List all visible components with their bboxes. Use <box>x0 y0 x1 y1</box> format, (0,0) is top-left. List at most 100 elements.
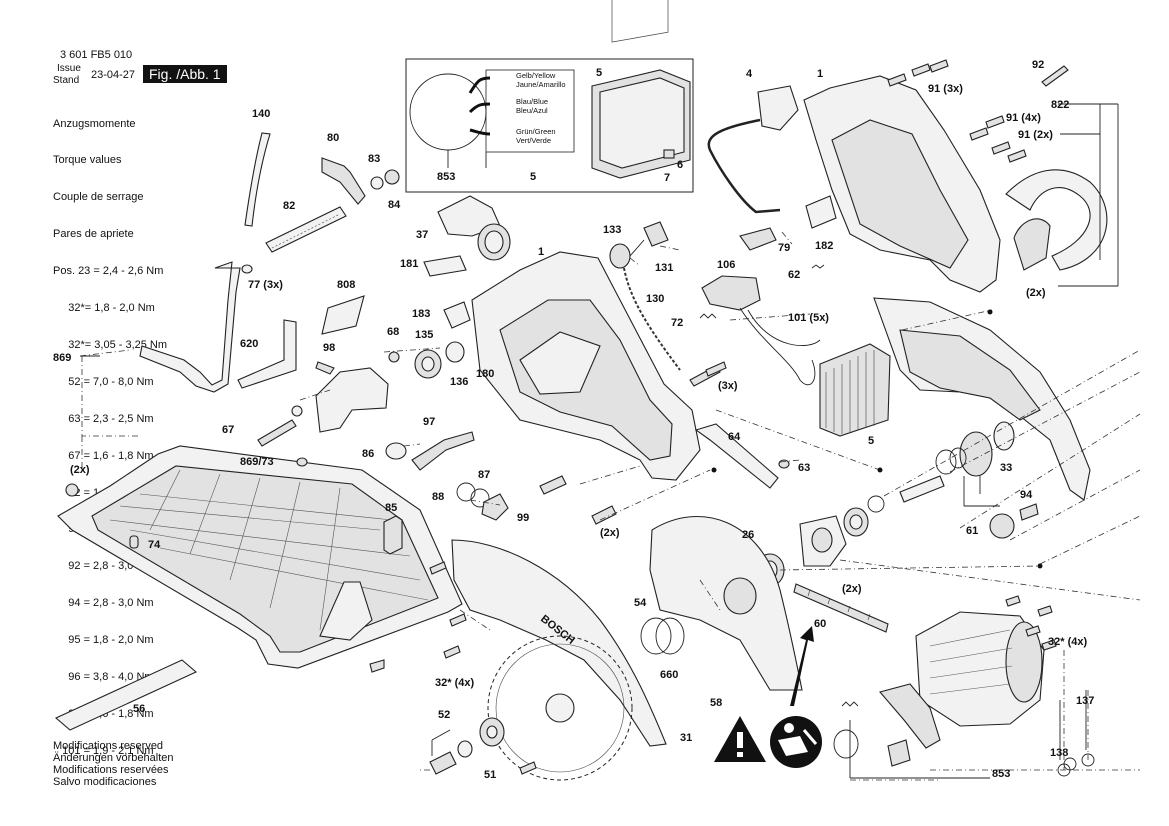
label-6: 6 <box>677 159 683 171</box>
label-181: 181 <box>400 258 418 270</box>
label-91-4x: 91 (4x) <box>1006 112 1041 124</box>
label-133: 133 <box>603 224 621 236</box>
label-1-b: 1 <box>817 68 823 80</box>
part-808-plate <box>321 295 365 335</box>
part-131 <box>643 221 669 247</box>
part-182-label <box>805 195 837 229</box>
wire-green-label: Grün/Green <box>516 127 556 136</box>
label-58: 58 <box>710 697 722 709</box>
wire-blue-label-2: Bleu/Azul <box>516 106 548 115</box>
label-61: 61 <box>966 525 978 537</box>
part-79 <box>739 227 777 251</box>
spindle-shaft <box>899 475 945 503</box>
torque-title-fr: Couple de serrage <box>53 191 144 204</box>
part-56-ruler <box>54 659 198 731</box>
label-94: 94 <box>1020 489 1033 501</box>
label-84: 84 <box>388 199 401 211</box>
issue-label: Issue <box>57 63 81 74</box>
footer-notes: Modifications reserved Änderungen vorbeh… <box>53 740 173 788</box>
part-88-ring <box>456 482 476 502</box>
document-number: 3 601 FB5 010 <box>60 49 133 61</box>
stand-label: Stand <box>53 75 80 86</box>
part-106-switch <box>701 275 761 311</box>
torque-row: 52 = 7,0 - 8,0 Nm <box>53 375 154 388</box>
footer-line-en: Modifications reserved <box>53 740 164 752</box>
label-67: 67 <box>222 424 234 436</box>
label-2x-a: (2x) <box>70 464 90 476</box>
label-182: 182 <box>815 240 833 252</box>
wire-yellow-label-2: Jaune/Amarillo <box>516 80 566 89</box>
footer-line-fr: Modifications reservées <box>53 764 169 776</box>
torque-row: 32*= 3,05 - 3,25 Nm <box>53 338 168 351</box>
bevel-bracket <box>315 367 389 433</box>
label-52: 52 <box>438 709 450 721</box>
label-32-b: 32* (4x) <box>1048 636 1087 648</box>
part-130-cable <box>623 267 681 371</box>
part-83-spring <box>370 176 384 190</box>
part-52-bolt <box>429 751 457 775</box>
part-822-handle <box>1005 169 1108 271</box>
part-84-knob <box>384 169 400 185</box>
part-87-ring <box>470 488 490 508</box>
arrow-icon <box>790 626 814 706</box>
label-26: 26 <box>742 529 754 541</box>
label-106: 106 <box>717 259 735 271</box>
part-181-label <box>423 255 467 277</box>
label-33: 33 <box>1000 462 1012 474</box>
footer-line-es: Salvo modificaciones <box>53 776 157 788</box>
label-86: 86 <box>362 448 374 460</box>
torque-row: 32*= 1,8 - 2,0 Nm <box>53 302 155 315</box>
part-136-washer <box>445 341 465 363</box>
part-91-screws <box>887 59 1027 163</box>
label-183: 183 <box>412 308 430 320</box>
label-97: 97 <box>423 416 435 428</box>
label-7: 7 <box>664 172 670 184</box>
torque-row: 101 = 1,9 - 2,1 Nm <box>53 744 154 757</box>
part-80-lever <box>321 157 366 205</box>
label-135: 135 <box>415 329 433 341</box>
part-94-screw <box>1019 503 1039 521</box>
label-74: 74 <box>148 539 161 551</box>
label-62: 62 <box>788 269 800 281</box>
label-101: 101 (5x) <box>788 312 829 324</box>
footer-line-de: Änderungen vorbehalten <box>53 752 174 764</box>
part-68 <box>388 351 400 363</box>
part-67-screw <box>257 419 297 447</box>
label-91-2x: 91 (2x) <box>1018 129 1053 141</box>
part-74 <box>129 535 139 549</box>
part-62-spring <box>811 264 825 269</box>
part-72-spring <box>699 313 717 319</box>
label-138: 138 <box>1050 747 1068 759</box>
part-82-screw <box>265 206 347 253</box>
label-4: 4 <box>746 68 753 80</box>
motor-bracket <box>879 683 941 749</box>
label-660: 660 <box>660 669 678 681</box>
part-64-rail <box>694 423 779 489</box>
figure-label: Fig. /Abb. 1 <box>143 65 227 83</box>
label-1-a: 1 <box>538 246 544 258</box>
part-133 <box>609 243 631 269</box>
label-137: 137 <box>1076 695 1094 707</box>
part-140-shape <box>244 132 271 227</box>
label-37: 37 <box>416 229 428 241</box>
torque-row: 95 = 1,8 - 2,0 Nm <box>53 634 154 647</box>
torque-title-en: Torque values <box>53 154 122 167</box>
part-85 <box>383 515 403 555</box>
label-63: 63 <box>798 462 810 474</box>
part-86-washer <box>385 442 407 460</box>
warning-triangle-icon <box>714 716 766 762</box>
label-60: 60 <box>814 618 826 630</box>
part-660-ring <box>655 617 685 655</box>
saw-blade-icon <box>487 635 633 781</box>
label-88: 88 <box>432 491 444 503</box>
part-5-filter <box>819 343 891 437</box>
label-869: 869 <box>53 352 71 364</box>
part-61 <box>989 513 1015 539</box>
torque-title-es: Pares de apriete <box>53 228 134 241</box>
assembly-lines <box>79 231 1141 781</box>
part-54-ring <box>640 617 672 655</box>
label-808: 808 <box>337 279 355 291</box>
torque-row: 67 = 1,6 - 1,8 Nm <box>53 449 154 462</box>
label-54: 54 <box>634 597 647 609</box>
